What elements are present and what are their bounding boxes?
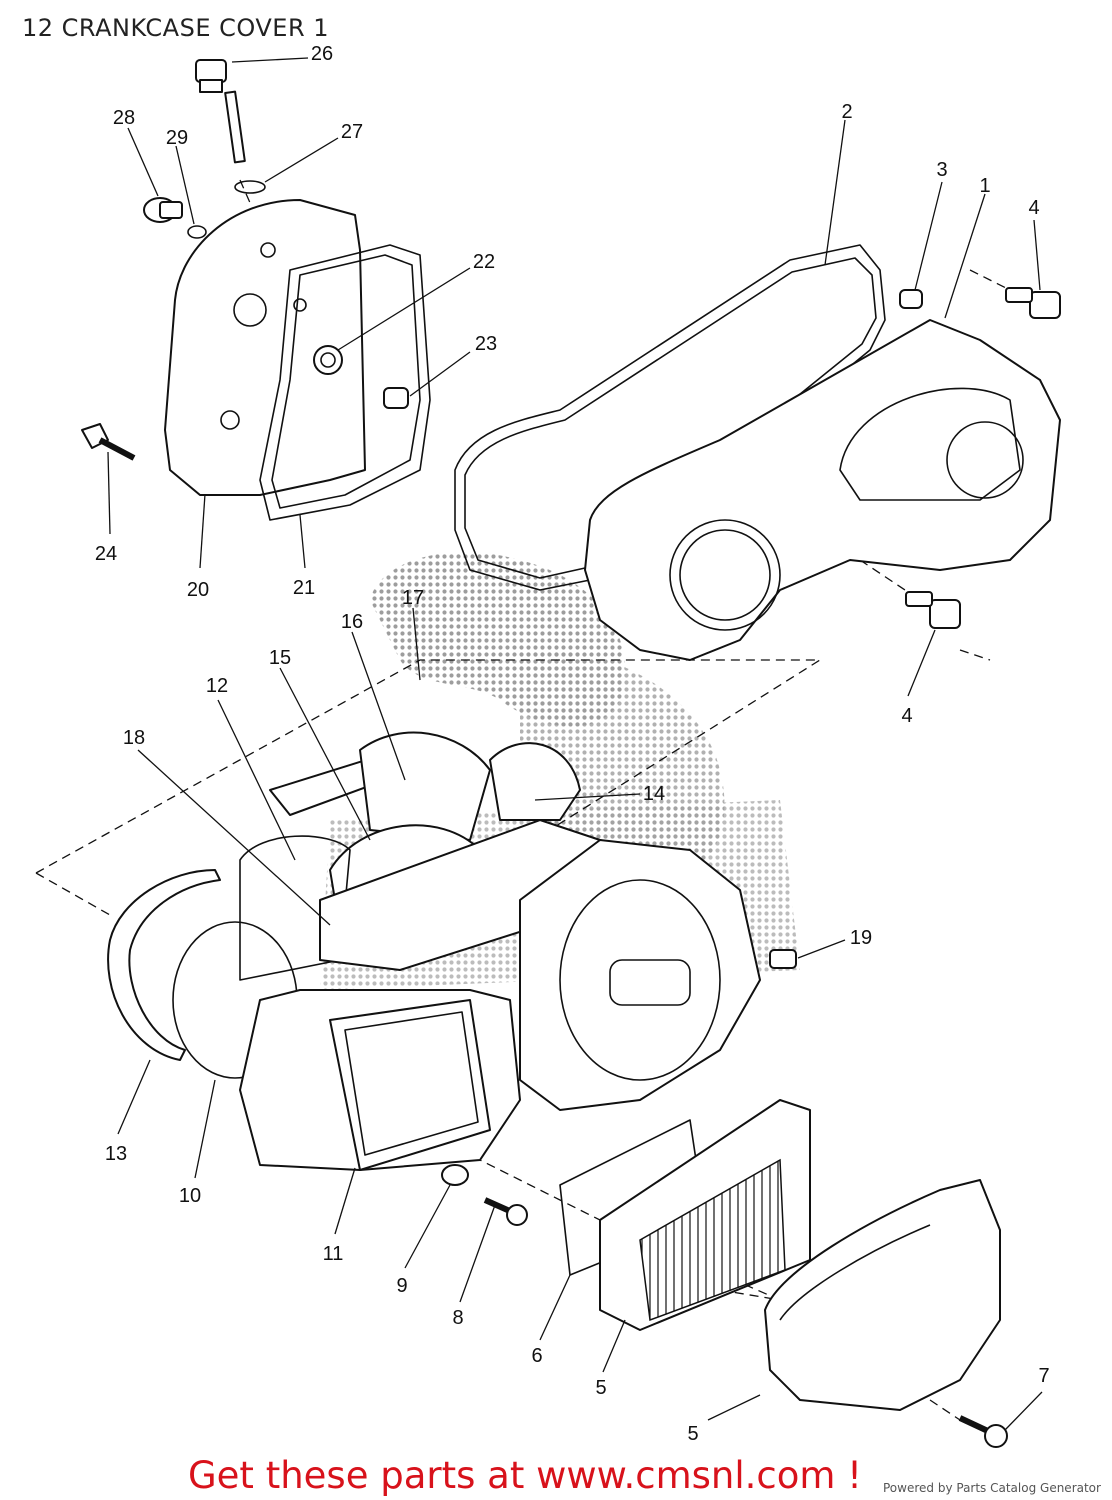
- filter-element-part-6: [599, 1099, 811, 1331]
- oil-seal-part-23: [313, 345, 343, 375]
- band-part-14: [107, 869, 221, 1061]
- gasket-part-19: [239, 835, 351, 981]
- gasket-part-22: [259, 244, 431, 521]
- callout-4b: 4: [901, 705, 912, 727]
- callout-19: 18: [123, 727, 145, 749]
- callout-labels: 26 27 28 29 22 23 24 20 21 2 3 1 4 4 17 …: [95, 43, 1050, 1445]
- callout-3: 3: [936, 159, 947, 181]
- callout-15: 14: [643, 783, 665, 805]
- screw-part-20: [769, 949, 797, 969]
- callout-24: 23: [475, 333, 497, 355]
- callout-21: 20: [187, 579, 209, 601]
- callout-9: 8: [452, 1307, 463, 1329]
- callout-7: 6: [531, 1345, 542, 1367]
- callout-25: 24: [95, 543, 117, 565]
- duct-part-17: [359, 731, 491, 841]
- diagram-title: 12 CRANKCASE COVER 1: [22, 14, 330, 42]
- buy-parts-link[interactable]: Get these parts at www.cmsnl.com !: [188, 1454, 863, 1497]
- bolt-part-25: [81, 423, 136, 461]
- air-filter-case-part-12: [239, 989, 521, 1171]
- leader-lines: [107, 57, 1043, 1431]
- cover-assembly-20: [519, 839, 797, 1111]
- callout-22: 21: [293, 577, 315, 599]
- callout-27: 27: [341, 121, 363, 143]
- washer-part-10: [441, 1164, 469, 1186]
- o-ring-part-29: [187, 225, 207, 239]
- plug-part-28: [143, 197, 183, 223]
- callout-17: 16: [341, 611, 363, 633]
- callout-16: 15: [269, 647, 291, 669]
- callout-1: 1: [979, 175, 990, 197]
- callout-12: 11: [323, 1243, 344, 1265]
- seal-part-15: [489, 742, 581, 821]
- dowel-part-3: [899, 289, 923, 309]
- dowel-part-24: [383, 387, 409, 409]
- bolt-part-4a: [1005, 287, 1061, 319]
- crankcase-cover-part-21: [164, 199, 366, 496]
- o-ring-part-27: [234, 180, 266, 194]
- callout-2: 2: [841, 101, 852, 123]
- callout-6: 5: [595, 1377, 606, 1399]
- callout-26: 26: [311, 43, 333, 65]
- bolt-part-4b: [905, 591, 961, 629]
- callout-11: 10: [179, 1185, 201, 1207]
- dipstick-part-26: [195, 59, 246, 164]
- callout-5: 5: [687, 1423, 698, 1445]
- element-cover-part-5: [764, 1179, 1001, 1411]
- callout-18: 17: [402, 587, 424, 609]
- screw-part-8: [958, 1415, 1008, 1448]
- callout-28: 28: [113, 107, 135, 129]
- callout-20: 19: [850, 927, 872, 949]
- callout-8: 7: [1038, 1365, 1049, 1387]
- callout-10: 9: [396, 1275, 407, 1297]
- callout-23: 22: [473, 251, 495, 273]
- screw-part-9: [483, 1197, 528, 1226]
- crankcase-cover-part-1: [584, 319, 1061, 661]
- callout-29: 29: [166, 127, 188, 149]
- callout-4a: 4: [1028, 197, 1039, 219]
- callout-13: 12: [206, 675, 228, 697]
- powered-by-credit: Powered by Parts Catalog Generator: [883, 1481, 1101, 1495]
- callout-14: 13: [105, 1143, 127, 1165]
